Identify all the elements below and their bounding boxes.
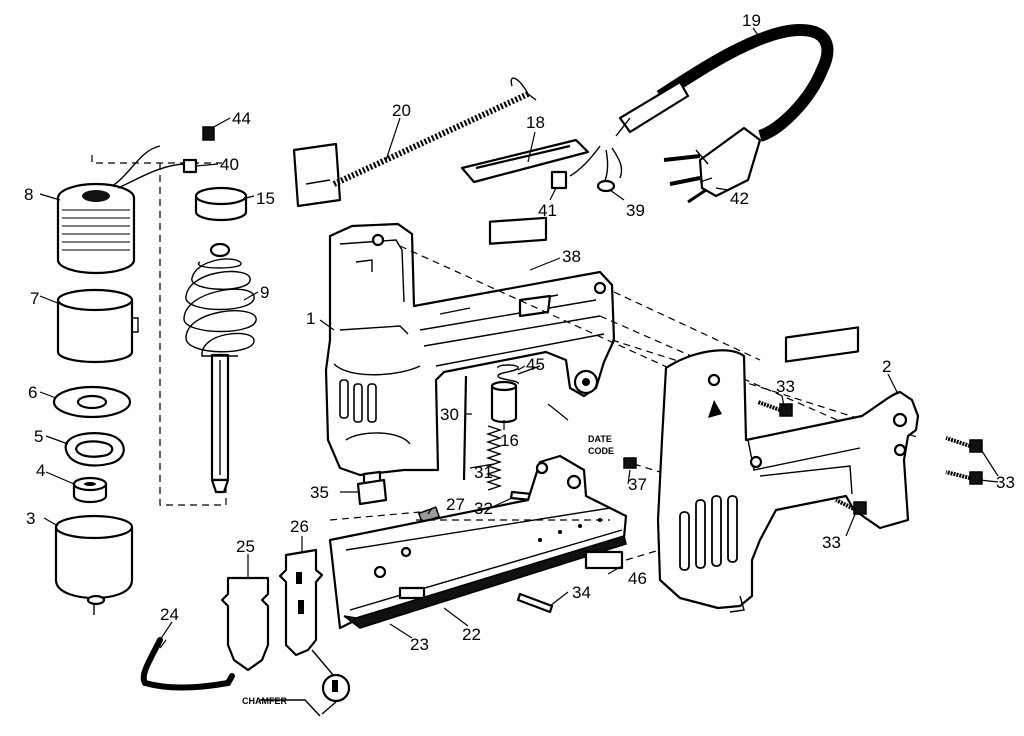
callout-46: 46	[628, 569, 647, 588]
callout-34: 34	[572, 583, 591, 602]
part-39-wire-terminal	[596, 179, 616, 193]
part-40-terminal	[182, 158, 198, 174]
part-7-sleeve	[56, 288, 139, 364]
part-6-washer	[52, 385, 132, 419]
callout-44: 44	[232, 109, 251, 128]
part-46-label	[584, 550, 624, 570]
part-41-terminal	[550, 170, 568, 190]
part-16-cylinder	[490, 380, 518, 424]
part-33-screw-a	[757, 400, 793, 417]
code-label: CODE	[588, 446, 614, 456]
callout-37: 37	[628, 475, 647, 494]
callout-26: 26	[290, 517, 309, 536]
callout-38: 38	[562, 247, 581, 266]
part-33-screw-c	[835, 498, 867, 515]
callout-2: 2	[882, 357, 891, 376]
callout-35: 35	[310, 483, 329, 502]
chamfer-label: CHAMFER	[242, 696, 287, 706]
part-22-magazine	[328, 454, 628, 630]
callout-30: 30	[440, 405, 459, 424]
leader-lines	[39, 27, 999, 649]
callout-1: 1	[306, 309, 315, 328]
part-26-driver-blade	[260, 548, 351, 717]
callout-33-right: 33	[996, 473, 1015, 492]
part-1-frame	[324, 222, 616, 477]
part-25-driver-blade	[220, 576, 270, 672]
part-37-screw	[623, 457, 637, 469]
callout-5: 5	[34, 427, 43, 446]
callout-15: 15	[256, 189, 275, 208]
callout-24: 24	[160, 605, 179, 624]
callout-19: 19	[742, 11, 761, 30]
callout-40: 40	[220, 155, 239, 174]
part-35-clip	[356, 470, 388, 506]
part-3-housing-cup	[54, 514, 134, 615]
callout-33-bottom: 33	[822, 533, 841, 552]
part-38-label	[488, 216, 548, 245]
callout-7: 7	[30, 289, 39, 308]
part-44-screw	[202, 126, 215, 141]
callout-20: 20	[392, 101, 411, 120]
callout-18: 18	[526, 113, 545, 132]
part-20-rod-hook	[292, 77, 537, 208]
part-9-plunger-spring	[183, 242, 257, 494]
part-45-spring	[497, 364, 541, 385]
part-33-screw-b	[945, 436, 983, 485]
callout-45: 45	[526, 355, 545, 374]
part-42-plug	[663, 126, 762, 204]
callout-33-top: 33	[776, 377, 795, 396]
callout-6: 6	[28, 383, 37, 402]
callout-32: 32	[474, 499, 493, 518]
callout-27: 27	[446, 495, 465, 514]
callout-42: 42	[730, 189, 749, 208]
part-19-cord	[569, 23, 834, 191]
callout-39: 39	[626, 201, 645, 220]
callout-41: 41	[538, 201, 557, 220]
callout-3: 3	[26, 509, 35, 528]
part-30-rod	[462, 375, 468, 481]
callout-25: 25	[236, 537, 255, 556]
callout-9: 9	[260, 283, 269, 302]
callout-16: 16	[500, 431, 519, 450]
part-4-plug	[72, 476, 108, 504]
callout-31: 31	[474, 463, 493, 482]
part-5-spring-ring	[64, 432, 125, 467]
callout-4: 4	[36, 461, 45, 480]
assembly-bracket-line	[91, 155, 227, 506]
part-8-coil	[56, 145, 186, 275]
callout-8: 8	[24, 185, 33, 204]
part-34-pin	[516, 592, 554, 614]
date-label: DATE	[588, 434, 612, 444]
part-15-disk	[194, 186, 248, 222]
callout-23: 23	[410, 635, 429, 654]
part-31-spring	[485, 425, 503, 491]
part-23-track-base	[343, 535, 627, 629]
part-24-wire	[140, 637, 235, 691]
part-18-circuit-board	[460, 138, 590, 184]
callout-22: 22	[462, 625, 481, 644]
part-2-housing	[656, 326, 920, 613]
